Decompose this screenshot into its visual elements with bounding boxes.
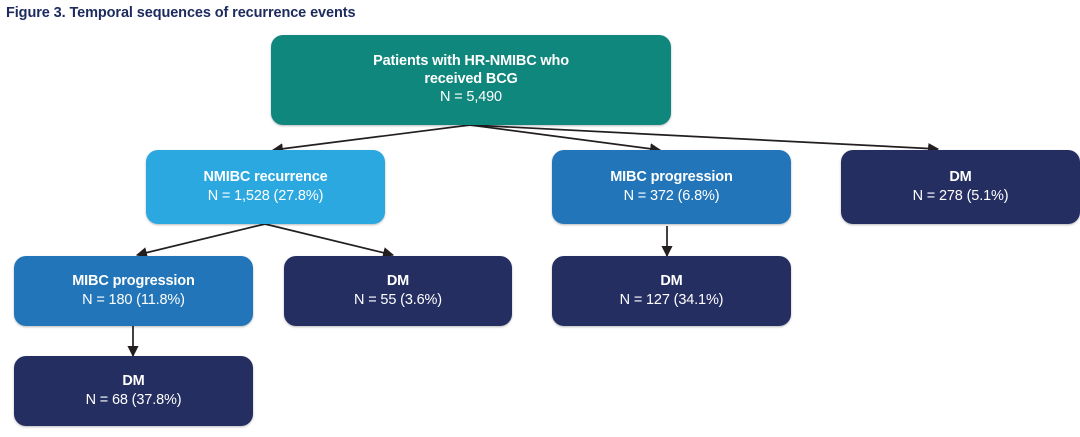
node-mibc-progression-level3-label: MIBC progression (72, 272, 195, 289)
node-dm-after-mibc-label: DM (660, 272, 683, 289)
node-nmibc-recurrence[interactable]: NMIBC recurrence N = 1,528 (27.8%) (146, 150, 385, 224)
node-mibc-progression-level2[interactable]: MIBC progression N = 372 (6.8%) (552, 150, 791, 224)
node-root-count: N = 5,490 (440, 89, 502, 106)
node-nmibc-recurrence-count: N = 1,528 (27.8%) (207, 187, 324, 204)
node-root-label-line2: received BCG (424, 70, 518, 87)
node-root-label-line1: Patients with HR-NMIBC who (373, 52, 569, 69)
edge-root-to-nmibc (271, 124, 471, 155)
edge-nmibc-to-dm (264, 223, 395, 259)
node-dm-direct-label: DM (949, 168, 972, 185)
node-dm-after-mibc-count: N = 127 (34.1%) (619, 291, 724, 308)
node-dm-direct[interactable]: DM N = 278 (5.1%) (841, 150, 1080, 224)
node-dm-after-nmibc-count: N = 55 (3.6%) (354, 291, 442, 308)
node-mibc-progression-level3-count: N = 180 (11.8%) (82, 291, 185, 308)
node-dm-after-nmibc-label: DM (386, 272, 410, 289)
edge-root-to-dm (469, 124, 940, 155)
node-dm-after-mibc-level4[interactable]: DM N = 68 (37.8%) (14, 356, 253, 426)
node-root[interactable]: Patients with HR-NMIBC who received BCG … (271, 35, 671, 125)
figure-title: Figure 3. Temporal sequences of recurren… (6, 5, 356, 21)
node-dm-after-mibc[interactable]: DM N = 127 (34.1%) (552, 256, 791, 326)
node-dm-direct-count: N = 278 (5.1%) (912, 187, 1009, 204)
node-dm-after-nmibc[interactable]: DM N = 55 (3.6%) (284, 256, 512, 326)
node-mibc-progression-level2-label: MIBC progression (610, 168, 733, 185)
edge-nmibc-to-mibc (135, 223, 266, 259)
node-mibc-progression-level3[interactable]: MIBC progression N = 180 (11.8%) (14, 256, 253, 326)
node-mibc-progression-level2-count: N = 372 (6.8%) (623, 187, 720, 204)
node-dm-after-mibc-level4-count: N = 68 (37.8%) (85, 391, 182, 408)
edge-root-to-mibc (469, 124, 662, 155)
node-dm-after-mibc-level4-label: DM (122, 372, 145, 389)
node-nmibc-recurrence-label: NMIBC recurrence (203, 168, 328, 185)
